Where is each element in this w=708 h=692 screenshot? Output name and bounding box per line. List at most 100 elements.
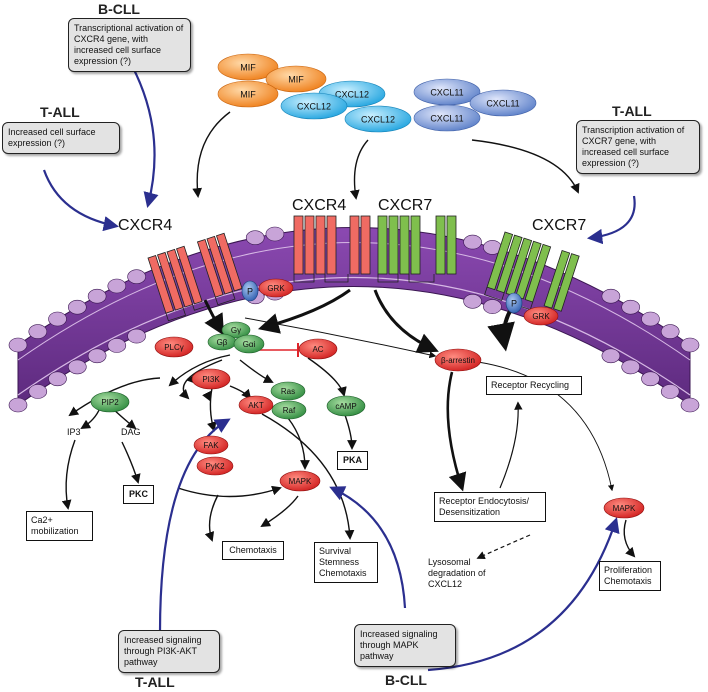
lipid-head (127, 269, 146, 285)
lipid-head (87, 348, 107, 364)
dashed-arrow (476, 534, 531, 560)
label-receptor-endocytosis: Receptor Endocytosis/ Desensitization (434, 492, 546, 522)
receptor-cxcr7-right (484, 231, 580, 312)
lipid-head (28, 324, 48, 339)
grk-node-left: GRK (258, 278, 294, 298)
receptor-cxcr4-mid (293, 215, 371, 283)
lipid-head (621, 299, 641, 315)
ac-node: AC (298, 338, 338, 360)
svg-text:MIF: MIF (240, 63, 256, 73)
svg-text:MIF: MIF (240, 90, 256, 100)
svg-text:CXCL12: CXCL12 (297, 102, 331, 112)
svg-text:CXCL12: CXCL12 (335, 90, 369, 100)
fak-node: FAK (193, 435, 229, 455)
note-bcll-top: Transcriptional activation of CXCR4 gene… (68, 18, 191, 72)
lipid-head (68, 359, 87, 375)
grk-node-right: GRK (523, 306, 559, 326)
mapk-center-node: MAPK (279, 470, 321, 492)
lipid-head (601, 288, 621, 304)
arrestin-node: β-arrestin (434, 348, 482, 372)
receptor-cxcr7-mid (377, 215, 457, 283)
svg-text:Ras: Ras (281, 387, 295, 396)
lipid-head (8, 397, 28, 413)
pi3k-node: PI3K (191, 368, 231, 390)
lipid-head (680, 337, 700, 353)
svg-text:P: P (511, 299, 517, 309)
label-receptor-recycling: Receptor Recycling (486, 376, 582, 395)
lipid-head (48, 371, 67, 387)
p-node-right: P (505, 292, 523, 314)
camp-node: cAMP (326, 395, 366, 417)
header-tall-left: T-ALL (40, 104, 80, 120)
lipid-head (107, 338, 127, 353)
svg-text:CXCL12: CXCL12 (361, 115, 395, 125)
note-tall-left: Increased cell surface expression (?) (2, 122, 120, 154)
lipid-head (483, 299, 502, 314)
lipid-head (660, 324, 680, 339)
p-node-left: P (241, 280, 259, 302)
svg-text:GRK: GRK (532, 312, 550, 321)
ligand-mif-3: MIF (217, 80, 279, 108)
ligand-cxcl12-2: CXCL12 (280, 92, 348, 120)
svg-text:CXCL11: CXCL11 (430, 114, 463, 124)
lipid-head (621, 359, 641, 375)
svg-text:cAMP: cAMP (335, 402, 356, 411)
svg-text:PLCγ: PLCγ (164, 343, 184, 352)
label-proliferation: Proliferation Chemotaxis (599, 561, 661, 591)
blue-arrows (42, 41, 636, 672)
label-cxcr4-mid: CXCR4 (292, 197, 346, 214)
plc-node: PLCγ (154, 336, 194, 358)
svg-text:CXCL11: CXCL11 (486, 99, 519, 109)
pip2-node: PIP2 (90, 391, 130, 413)
raf-node: Raf (271, 400, 307, 420)
lipid-head (28, 384, 48, 399)
label-dag: DAG (121, 427, 141, 437)
lipid-head (127, 328, 146, 344)
ligand-cxcl11-2: CXCL11 (469, 89, 537, 117)
note-tall-right: Transcription activation of CXCR7 gene, … (576, 120, 700, 174)
lipid-head (463, 293, 482, 309)
svg-text:CXCL11: CXCL11 (430, 88, 463, 98)
label-ca-mobilization: Ca2+ mobilization (26, 511, 93, 541)
label-cxcr7-right: CXCR7 (532, 217, 586, 234)
note-mapk-pathway: Increased signaling through MAPK pathway (354, 624, 456, 667)
lipid-head (68, 299, 87, 315)
label-lysosomal: Lysosomal degradation of CXCL12 (428, 557, 486, 589)
svg-text:PIP2: PIP2 (101, 398, 119, 407)
label-pka: PKA (337, 451, 368, 470)
lipid-head (265, 226, 285, 242)
header-bcll-bottom: B-CLL (385, 672, 427, 688)
svg-text:FAK: FAK (203, 441, 219, 450)
label-cxcr4-left: CXCR4 (118, 217, 172, 234)
svg-text:Gαi: Gαi (243, 340, 256, 349)
signaling-arrows (61, 111, 636, 558)
svg-text:PyK2: PyK2 (205, 462, 225, 471)
note-pi3k-pathway: Increased signaling through PI3K-AKT pat… (118, 630, 220, 673)
ligand-mif-1: MIF (217, 53, 279, 81)
svg-text:MAPK: MAPK (289, 477, 312, 486)
mapk-right-node: MAPK (603, 497, 645, 519)
inhibition-arrow (258, 343, 299, 357)
ligand-cxcl12-3: CXCL12 (344, 105, 412, 133)
akt-node: AKT (238, 395, 274, 415)
header-tall-right: T-ALL (612, 103, 652, 119)
ligand-mif-2: MIF (265, 65, 327, 93)
svg-text:P: P (247, 287, 253, 297)
lipid-head (641, 371, 660, 387)
lipid-head (601, 348, 621, 364)
svg-text:GRK: GRK (267, 284, 285, 293)
ligand-cxcl11-3: CXCL11 (413, 104, 481, 132)
label-survival: Survival Stemness Chemotaxis (314, 542, 378, 583)
lipid-head (463, 234, 482, 250)
lipid-head (48, 311, 67, 327)
svg-text:AC: AC (312, 345, 323, 354)
g-beta-node: Gβ (207, 333, 237, 351)
receptor-cxcr4-left (147, 232, 243, 322)
lipid-head (87, 288, 107, 304)
label-ip3: IP3 (67, 427, 81, 437)
lipid-head (8, 337, 28, 353)
svg-text:AKT: AKT (248, 401, 264, 410)
g-gamma-node: Gγ (221, 321, 251, 339)
lipid-head (680, 397, 700, 413)
